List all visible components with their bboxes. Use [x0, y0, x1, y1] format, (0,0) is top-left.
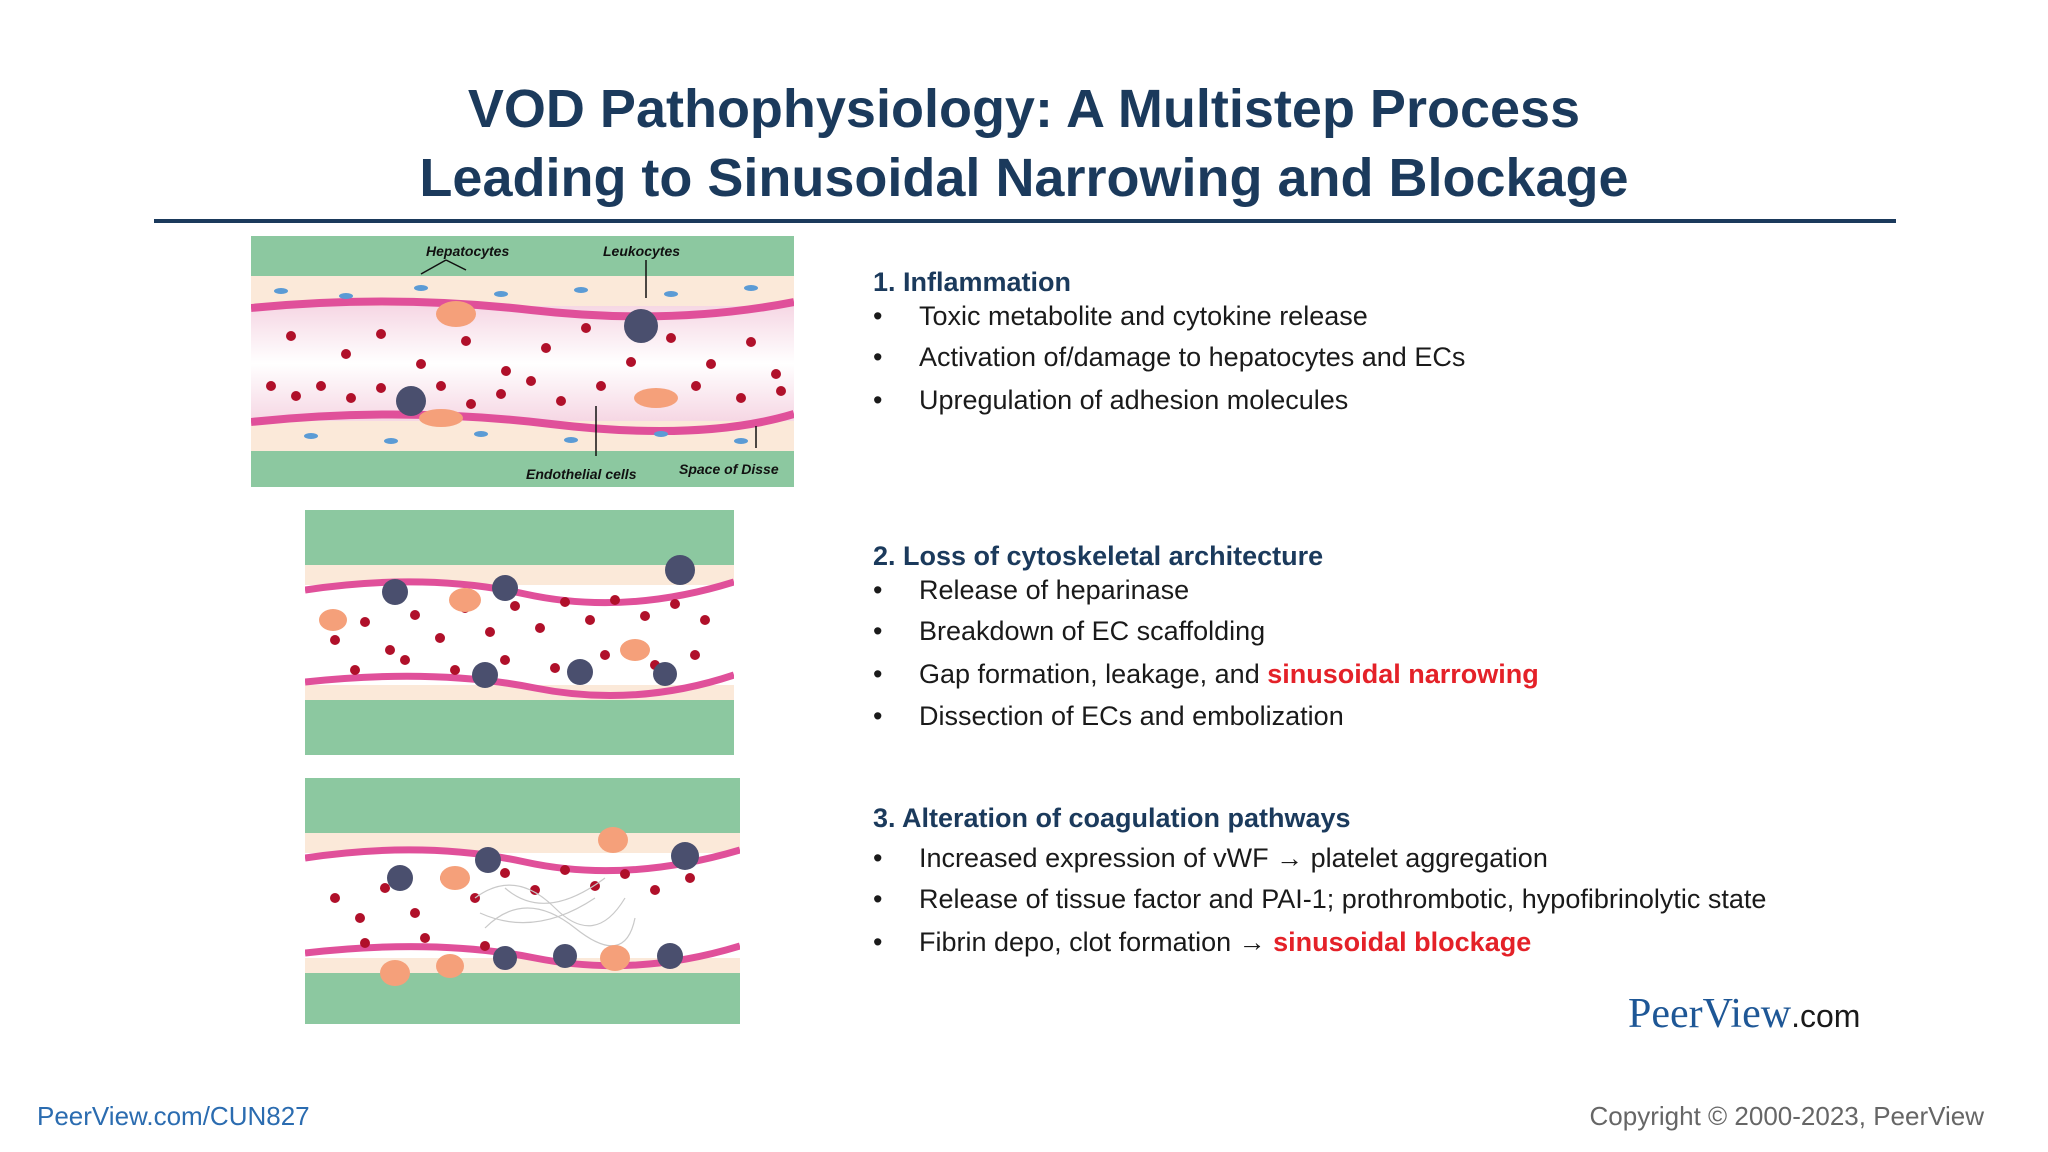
figure-panel-coagulation: [305, 778, 740, 1024]
bullet-item: •Dissection of ECs and embolization: [873, 701, 1344, 731]
bullet-item: •Release of tissue factor and PAI-1; pro…: [873, 884, 1767, 914]
bullet-item: •Release of heparinase: [873, 575, 1190, 605]
section-heading-coagulation: 3. Alteration of coagulation pathways: [873, 803, 1351, 833]
copyright-text: Copyright © 2000-2023, PeerView: [1589, 1101, 1984, 1131]
slide-title-line-1: VOD Pathophysiology: A Multistep Process: [467, 79, 1581, 139]
bullet-item: •Upregulation of adhesion molecules: [873, 385, 1349, 415]
slide-title-line-2: Leading to Sinusoidal Narrowing and Bloc…: [419, 148, 1629, 208]
label-endothelial-cells: Endothelial cells: [526, 466, 637, 482]
label-hepatocytes: Hepatocytes: [426, 243, 509, 259]
bullet-item: •Gap formation, leakage, and sinusoidal …: [873, 659, 1539, 689]
highlight-sinusoidal-blockage: sinusoidal blockage: [1273, 927, 1532, 957]
peerview-logo: PeerView.com: [1628, 991, 1861, 1037]
section-heading-cytoskeletal: 2. Loss of cytoskeletal architecture: [873, 541, 1324, 571]
bullet-item: •Toxic metabolite and cytokine release: [873, 301, 1368, 331]
section-heading-inflammation: 1. Inflammation: [873, 267, 1072, 297]
bullet-item: •Increased expression of vWF → platelet …: [873, 843, 1548, 873]
bullet-item: •Activation of/damage to hepatocytes and…: [873, 342, 1466, 372]
footer-link[interactable]: PeerView.com/CUN827: [37, 1101, 310, 1131]
figure-panel-inflammation: Hepatocytes Leukocytes Endothelial cells…: [251, 236, 794, 487]
label-leukocytes: Leukocytes: [603, 243, 680, 259]
figure-panel-cytoskeletal-loss: [305, 510, 734, 755]
title-divider: [154, 219, 1896, 223]
label-space-of-disse: Space of Disse: [679, 461, 779, 477]
bullet-item: •Fibrin depo, clot formation → sinusoida…: [873, 927, 1532, 957]
highlight-sinusoidal-narrowing: sinusoidal narrowing: [1267, 659, 1539, 689]
bullet-item: •Breakdown of EC scaffolding: [873, 616, 1266, 646]
